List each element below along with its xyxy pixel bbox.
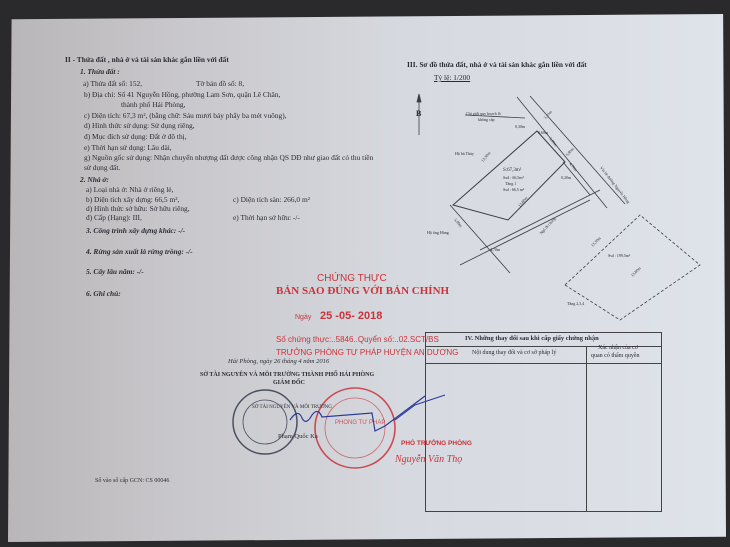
house-heading: 2. Nhà ở: (80, 175, 109, 184)
north-arrow-label: B (416, 109, 422, 118)
cert-number: Số chứng thực:..5846..Quyển số:..02.SCT/… (276, 335, 439, 344)
house-type: a) Loại nhà ở: Nhà ở riêng lẻ, (86, 185, 174, 194)
land-area: c) Diện tích: 67,3 m², (bằng chữ: Sáu mư… (84, 111, 287, 120)
forest: 4. Rừng sản xuất là rừng trồng: -/- (86, 247, 193, 256)
house-ownership: d) Hình thức sở hữu: Sở hữu riêng, (86, 204, 190, 213)
cert-heading: CHỨNG THỰC (317, 273, 387, 284)
issuer-org: SỞ TÀI NGUYÊN VÀ MÔI TRƯỜNG THÀNH PHỐ HẢ… (200, 372, 375, 378)
cert-title: BẢN SAO ĐÚNG VỚI BẢN CHÍNH (276, 285, 450, 297)
perennial-trees: 5. Cây lâu năm: -/- (86, 267, 144, 276)
issuer-stamp-text: SỞ TÀI NGUYÊN VÀ MÔI TRƯỜNG (252, 405, 332, 410)
col-confirm: Xác nhận của cơ (598, 345, 638, 351)
other-construction: 3. Công trình xây dựng khác: -/- (86, 226, 186, 235)
address-city: thành phố Hải Phòng, (121, 100, 186, 109)
use-origin-2: sử dụng đất. (84, 163, 121, 172)
scale: Tỷ lệ: 1/200 (434, 73, 471, 82)
issue-date: Hải Phòng, ngày 26 tháng 4 năm 2016 (228, 358, 330, 365)
boundary-label-2: không cấp (478, 117, 495, 122)
deputy-signature: Nguyễn Văn Thọ (395, 454, 463, 465)
cert-date: 25 -05- 2018 (320, 310, 383, 322)
map-sheet: Tờ bản đồ số: 8, (196, 79, 245, 88)
other-area: Ssd : 199,5m² (608, 253, 631, 258)
section-2-title: II - Thửa đất , nhà ở và tài sản khác gắ… (65, 55, 229, 64)
house-built-area: b) Diện tích xây dựng: 66,5 m², (86, 195, 180, 204)
house-term: e) Thời hạn sở hữu: -/- (233, 213, 300, 222)
neighbor-1: Hộ bà Thủy (455, 151, 475, 156)
plot-floor-area: Ssd : 66,5 m² (503, 187, 525, 192)
section-4-title: IV. Những thay đổi sau khi cấp giấy chứn… (465, 335, 599, 342)
section-3-title: III. Sơ đồ thửa đất, nhà ở và tài sản kh… (407, 60, 587, 69)
use-form: d) Hình thức sử dụng: Sử dụng riêng, (84, 121, 195, 130)
plot-area: S:67,3m² (503, 168, 522, 173)
land-number: a) Thửa đất số: 152, (83, 79, 143, 88)
cert-stamp-text: PHÒNG TƯ PHÁP (335, 420, 386, 426)
plot-floor: Tầng 1 (505, 181, 517, 186)
house-grade: đ) Cấp (Hạng): III, (86, 213, 142, 222)
issuer-role: GIÁM ĐỐC (273, 380, 305, 386)
address: b) Địa chỉ: Số 41 Nguyễn Hồng, phường La… (84, 90, 281, 99)
cert-office: TRƯỞNG PHÒNG TƯ PHÁP HUYỆN AN DƯƠNG (276, 348, 459, 357)
boundary-label: Chỉ giới quy hoạch lô (466, 111, 501, 116)
note: 6. Ghi chú: (86, 289, 121, 298)
dim: 4,70m (490, 247, 501, 252)
registry-number: Số vào sổ cấp GCN: CS 00046 (95, 478, 170, 484)
cert-date-label: Ngày (295, 314, 312, 321)
use-origin: g) Nguồn gốc sử dụng: Nhận chuyển nhượng… (84, 153, 374, 162)
neighbor-2: Hộ ông Hùng (427, 230, 449, 235)
house-floor-area: c) Diện tích sàn: 266,0 m² (233, 195, 310, 204)
use-term: e) Thời hạn sử dụng: Lâu dài, (84, 143, 172, 152)
dim: 0,60m (538, 130, 549, 135)
deputy-title: PHÓ TRƯỞNG PHÒNG (401, 440, 472, 447)
use-purpose: đ) Mục đích sử dụng: Đất ở đô thị, (84, 132, 187, 141)
plot-built: Sxd : 66,5m² (503, 175, 524, 180)
other-floor: Tầng 2,3,4 (567, 301, 585, 306)
issuer-name: Phạm Quốc Ka (278, 433, 318, 440)
col-changes: Nội dung thay đổi và cơ sở pháp lý (472, 350, 557, 356)
dim: 0,30m (515, 124, 526, 129)
col-confirm-2: quan có thẩm quyền (591, 353, 640, 359)
land-heading: 1. Thửa đất : (80, 67, 120, 76)
dim: 0,20m (561, 175, 572, 180)
